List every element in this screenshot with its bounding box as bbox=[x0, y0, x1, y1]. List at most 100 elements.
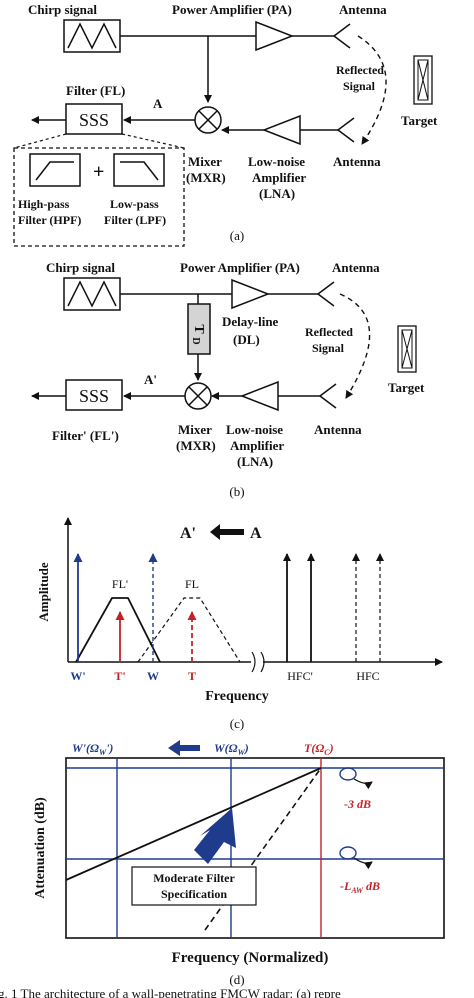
frequency-normalized-label: Frequency (Normalized) bbox=[172, 950, 329, 966]
d-shift-arrow bbox=[168, 740, 200, 756]
tick-w: W bbox=[147, 669, 159, 683]
lna-label-l3: (LNA) bbox=[259, 186, 295, 201]
reflected-signal-arrow-b bbox=[339, 293, 371, 399]
shift-to-label: A bbox=[250, 525, 262, 542]
delay-symbol: T bbox=[191, 324, 206, 334]
reflected-label-b-l1: Reflected bbox=[305, 325, 353, 339]
moderate-slope-line bbox=[65, 767, 322, 881]
spec-box bbox=[131, 866, 257, 906]
panel-b: Chirp signal Power Amplifier (PA) Antenn… bbox=[31, 260, 425, 499]
caption-a: (a) bbox=[230, 228, 244, 243]
filter-detail-box bbox=[13, 147, 185, 247]
tick-hfc: HFC bbox=[356, 669, 379, 683]
tick-t: T bbox=[188, 669, 196, 683]
mixer-label-b-l1: Mixer bbox=[178, 422, 212, 437]
caption-d: (d) bbox=[229, 972, 244, 987]
hpf-symbol bbox=[29, 153, 81, 187]
db3-label: -3 dB bbox=[344, 797, 371, 811]
caption-c: (c) bbox=[230, 716, 244, 731]
tx-antenna-b bbox=[317, 281, 335, 307]
hpf-label-l2: Filter (HPF) bbox=[18, 213, 81, 227]
chirp-signal-label: Chirp signal bbox=[28, 2, 97, 17]
frequency-axis-label: Frequency bbox=[205, 689, 269, 704]
reflected-label-l2: Signal bbox=[343, 79, 376, 93]
delay-line-label-l2: (DL) bbox=[233, 332, 260, 347]
antenna-tx-label: Antenna bbox=[339, 2, 387, 17]
lna-label-b-l2: Amplifier bbox=[230, 438, 284, 453]
db3-pointer bbox=[353, 778, 373, 790]
reflected-label-b-l2: Signal bbox=[312, 341, 345, 355]
mixer-label-l2: (MXR) bbox=[186, 170, 226, 185]
reflected-signal-arrow bbox=[357, 35, 387, 145]
lna-label-l1: Low-noise bbox=[248, 154, 305, 169]
filter-box: SSS bbox=[65, 103, 123, 135]
chirp-signal-label-b: Chirp signal bbox=[46, 260, 115, 275]
axis-break bbox=[251, 651, 265, 673]
lna-triangle bbox=[261, 114, 301, 146]
mixer-symbol-b bbox=[184, 382, 212, 410]
chirp-source-box bbox=[63, 19, 121, 53]
node-a-label: A bbox=[153, 96, 163, 111]
tick-hfc-prime: HFC' bbox=[287, 669, 313, 683]
spec-label-l1: Moderate Filter bbox=[153, 871, 235, 885]
filter-label-b: Filter' (FL') bbox=[52, 428, 119, 443]
delay-line-label-l1: Delay-line bbox=[222, 314, 279, 329]
lna-label-b-l3: (LNA) bbox=[237, 454, 273, 469]
amplitude-axis-label: Amplitude bbox=[36, 562, 51, 621]
spec-label-l2: Specification bbox=[161, 887, 227, 901]
delay-line-box: T D bbox=[187, 303, 211, 355]
fl-label: FL bbox=[185, 577, 199, 591]
lna-label-b-l1: Low-noise bbox=[226, 422, 283, 437]
law-marker bbox=[339, 846, 357, 860]
plot-frame bbox=[65, 757, 445, 939]
mixer-label-l1: Mixer bbox=[188, 154, 222, 169]
fl-prime-filter-shape bbox=[75, 597, 161, 663]
antenna-tx-label-b: Antenna bbox=[332, 260, 380, 275]
target-label: Target bbox=[401, 113, 438, 128]
w-prime-label: W'(ΩW') bbox=[72, 741, 113, 757]
lna-label-l2: Amplifier bbox=[252, 170, 306, 185]
power-amplifier-label-b: Power Amplifier (PA) bbox=[180, 260, 300, 275]
power-amplifier-triangle bbox=[255, 20, 295, 52]
law-pointer bbox=[353, 857, 373, 870]
t-label: T(ΩC) bbox=[304, 741, 334, 757]
plus-sign: + bbox=[93, 161, 104, 183]
shift-from-label: A' bbox=[180, 525, 196, 542]
power-amplifier-label: Power Amplifier (PA) bbox=[172, 2, 292, 17]
law-label: -LAW dB bbox=[340, 879, 380, 895]
db3-marker bbox=[339, 767, 357, 781]
antenna-rx-label: Antenna bbox=[333, 154, 381, 169]
filter-label: Filter (FL) bbox=[66, 83, 125, 98]
power-amplifier-triangle-b bbox=[231, 278, 271, 310]
panel-d: Moderate Filter Specification -3 dB -LAW… bbox=[33, 740, 445, 987]
rx-antenna bbox=[337, 117, 355, 143]
figure-caption: g. 1 The architecture of a wall-penetrat… bbox=[0, 986, 341, 998]
rx-antenna-b bbox=[319, 383, 337, 409]
target-box-b bbox=[397, 325, 417, 373]
tick-t-prime: T' bbox=[114, 669, 125, 683]
target-box bbox=[413, 55, 433, 105]
lna-triangle-b bbox=[239, 380, 279, 412]
lpf-label-l1: Low-pass bbox=[110, 197, 159, 211]
w-label: W(ΩW) bbox=[214, 741, 249, 757]
attenuation-axis-label: Attenuation (dB) bbox=[33, 797, 48, 899]
delay-symbol-sub: D bbox=[190, 337, 201, 344]
svg-text:SSS: SSS bbox=[79, 386, 109, 406]
lpf-symbol bbox=[113, 153, 165, 187]
fl-filter-shape bbox=[137, 597, 241, 663]
reflected-label-l1: Reflected bbox=[336, 63, 384, 77]
caption-b: (b) bbox=[229, 484, 244, 499]
shift-arrow bbox=[210, 524, 244, 540]
panel-c: Amplitude Frequency A' A FL' FL W' T' W … bbox=[36, 517, 443, 731]
mixer-symbol bbox=[194, 106, 222, 134]
antenna-rx-label-b: Antenna bbox=[314, 422, 362, 437]
hpf-label-l1: High-pass bbox=[18, 197, 70, 211]
chirp-source-box-b bbox=[63, 277, 121, 311]
target-label-b: Target bbox=[388, 380, 425, 395]
spec-arrow bbox=[194, 808, 236, 864]
panel-a: Chirp signal Power Amplifier (PA) Antenn… bbox=[13, 2, 438, 247]
filter-box-b: SSS bbox=[65, 379, 123, 411]
tick-w-prime: W' bbox=[70, 669, 85, 683]
filter-detail-connectors bbox=[13, 133, 185, 149]
